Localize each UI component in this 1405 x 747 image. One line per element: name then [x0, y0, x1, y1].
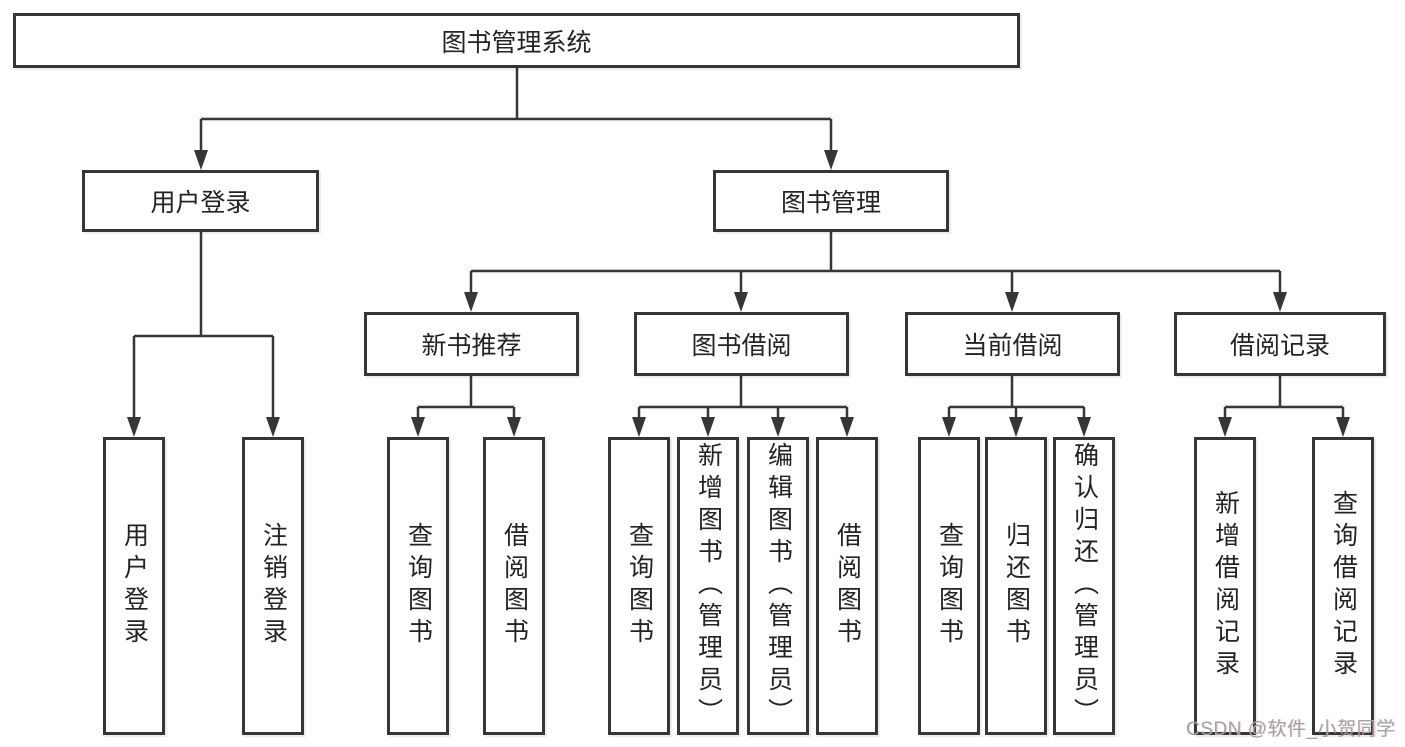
leaf-label: 用户登录: [120, 522, 149, 650]
node-book-management: 图书管理: [713, 170, 949, 232]
node-label: 图书管理: [780, 189, 881, 217]
node-book-borrowing: 图书借阅: [634, 312, 849, 376]
leaf-label: 查询图书: [625, 522, 654, 650]
leaf-current-query-books: 查询图书: [918, 437, 980, 735]
node-label: 借阅记录: [1229, 332, 1330, 360]
leaf-borrowing-add-books-admin: 新增图书（管理员）: [677, 437, 739, 735]
leaf-borrowing-query-books: 查询图书: [608, 437, 670, 735]
leaf-label: 查询借阅记录: [1329, 490, 1358, 682]
node-label: 用户登录: [150, 189, 251, 217]
leaf-label: 归还图书: [1002, 522, 1031, 650]
leaf-current-confirm-return-admin: 确认归还（管理员）: [1053, 437, 1115, 735]
leaf-records-query-borrow-record: 查询借阅记录: [1312, 437, 1374, 735]
node-label: 新书推荐: [421, 332, 522, 360]
leaf-label: 注销登录: [259, 522, 288, 650]
leaf-label: 新增图书（管理员）: [694, 442, 723, 730]
csdn-watermark: CSDN @软件_小贺同学: [1186, 719, 1396, 740]
leaf-recommend-borrow-books: 借阅图书: [483, 437, 545, 735]
leaf-logout: 注销登录: [242, 437, 304, 735]
leaf-borrowing-edit-books-admin: 编辑图书（管理员）: [747, 437, 809, 735]
leaf-label: 查询图书: [404, 522, 433, 650]
leaf-label: 借阅图书: [500, 522, 529, 650]
node-current-borrowing: 当前借阅: [905, 312, 1120, 376]
leaf-label: 查询图书: [935, 522, 964, 650]
leaf-label: 编辑图书（管理员）: [764, 442, 793, 730]
leaf-label: 借阅图书: [833, 522, 862, 650]
leaf-records-add-borrow-record: 新增借阅记录: [1194, 437, 1256, 735]
leaf-label: 确认归还（管理员）: [1070, 442, 1099, 730]
node-new-book-recommendation: 新书推荐: [364, 312, 579, 376]
node-label: 当前借阅: [962, 332, 1063, 360]
node-library-management-system: 图书管理系统: [13, 13, 1020, 68]
node-user-login: 用户登录: [82, 170, 319, 232]
leaf-label: 新增借阅记录: [1211, 490, 1240, 682]
node-label: 图书管理系统: [441, 28, 592, 57]
leaf-current-return-books: 归还图书: [985, 437, 1047, 735]
leaf-user-login: 用户登录: [103, 437, 165, 735]
node-borrowing-records: 借阅记录: [1174, 312, 1386, 376]
node-label: 图书借阅: [691, 332, 792, 360]
leaf-borrowing-borrow-books: 借阅图书: [816, 437, 878, 735]
leaf-recommend-query-books: 查询图书: [387, 437, 449, 735]
